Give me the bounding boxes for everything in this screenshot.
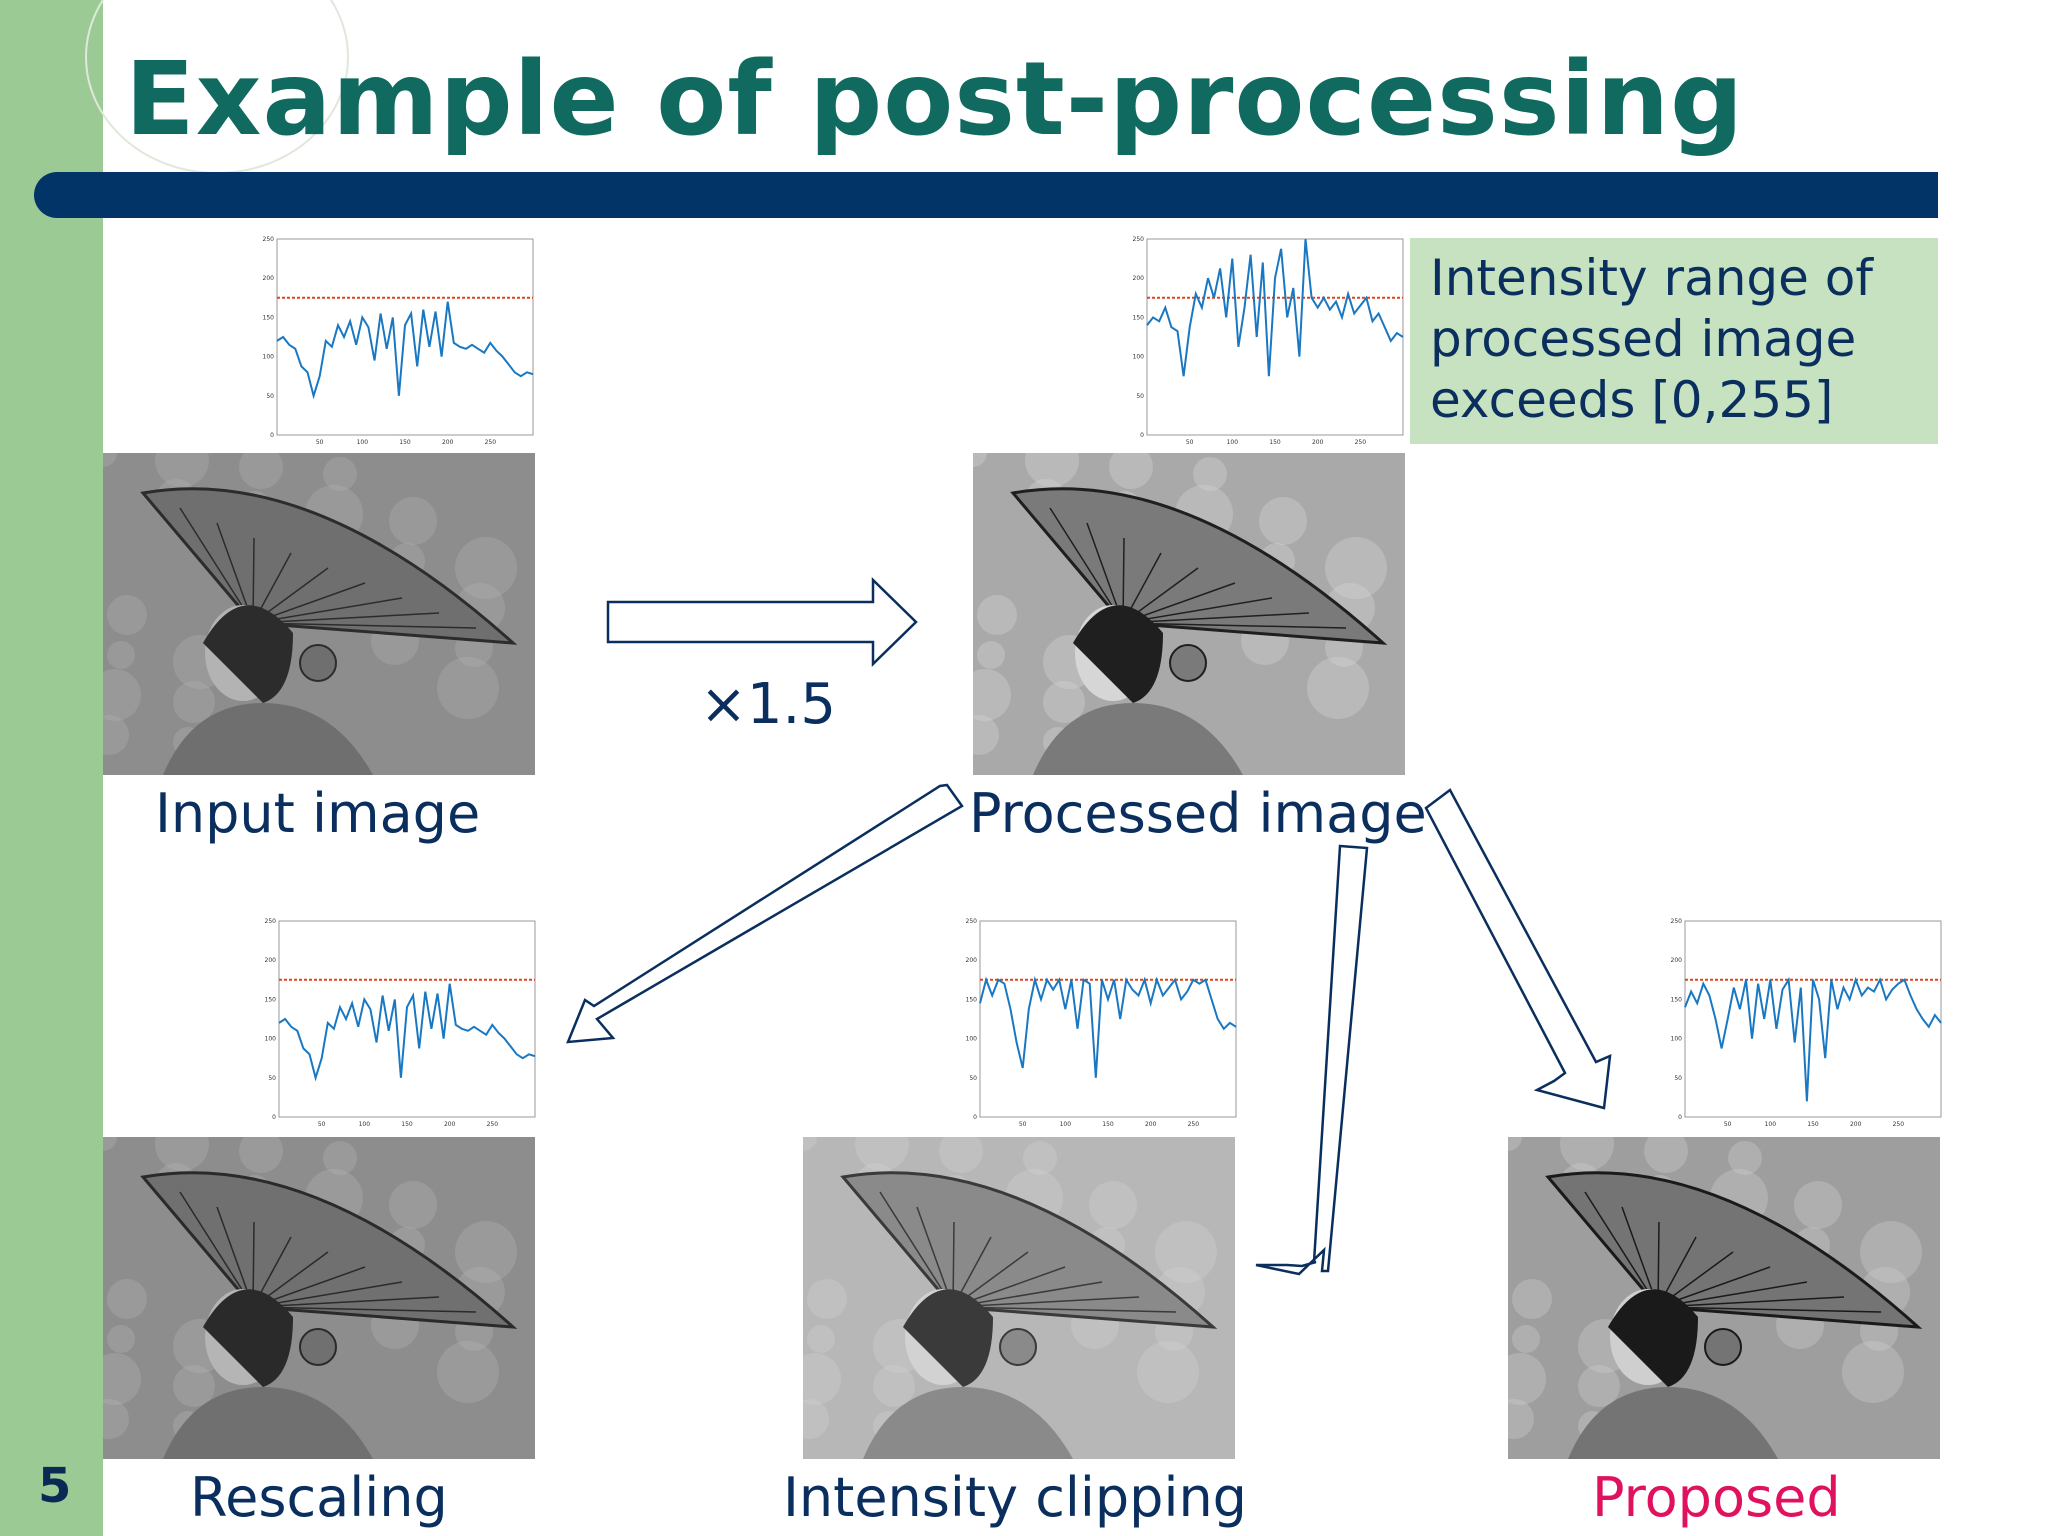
hist-x-tick: 50	[1186, 439, 1194, 446]
hist-x-tick: 150	[399, 439, 411, 446]
histogram-rescaling: 250 200 150 100 50 0 50 100 150 200 250	[257, 915, 539, 1130]
hist-y-tick: 200	[966, 957, 978, 964]
hist-intensity-line	[979, 975, 1237, 1078]
hist-y-tick: 250	[265, 918, 277, 925]
hist-y-tick: 100	[1133, 354, 1145, 361]
hist-x-tick: 200	[442, 439, 454, 446]
hist-x-tick: 200	[1850, 1121, 1862, 1128]
hist-intensity-line	[1146, 238, 1404, 377]
hist-y-tick: 0	[1140, 432, 1144, 439]
caption-input-image: Input image	[155, 782, 481, 845]
histogram-clipping: 250 200 150 100 50 0 50 100 150 200 250	[958, 915, 1240, 1130]
intensity-range-note: Intensity range of processed image excee…	[1410, 238, 1938, 444]
note-line-2: processed image	[1430, 310, 1857, 368]
arrow-right-icon	[606, 577, 918, 667]
hist-y-tick: 100	[1671, 1036, 1683, 1043]
note-line-3: exceeds [0,255]	[1430, 371, 1834, 429]
hist-frame	[1684, 920, 1942, 1118]
hist-y-tick: 50	[1674, 1075, 1682, 1082]
hist-y-tick: 50	[1136, 393, 1144, 400]
hist-x-tick: 100	[1227, 439, 1239, 446]
hist-y-tick: 0	[1678, 1114, 1682, 1121]
caption-intensity-clipping: Intensity clipping	[783, 1466, 1247, 1529]
hist-x-tick: 250	[1355, 439, 1367, 446]
hist-x-tick: 150	[1102, 1121, 1114, 1128]
hist-x-tick: 200	[1312, 439, 1324, 446]
side-band	[0, 0, 103, 1536]
hist-y-tick: 50	[969, 1075, 977, 1082]
hist-frame	[979, 920, 1237, 1118]
caption-processed-image: Processed image	[969, 782, 1427, 845]
hist-x-tick: 100	[1765, 1121, 1777, 1128]
hist-y-tick: 250	[1133, 236, 1145, 243]
hist-x-tick: 250	[1893, 1121, 1905, 1128]
hist-y-tick: 150	[1133, 314, 1145, 321]
hist-x-tick: 50	[316, 439, 324, 446]
hist-y-tick: 0	[973, 1114, 977, 1121]
caption-proposed: Proposed	[1592, 1466, 1841, 1529]
hist-y-tick: 150	[263, 314, 275, 321]
photo-rescaling	[103, 1137, 535, 1459]
hist-x-tick: 250	[485, 439, 497, 446]
hist-x-tick: 200	[444, 1121, 456, 1128]
hist-y-tick: 200	[1671, 957, 1683, 964]
title-underline-bar	[34, 172, 1938, 218]
slide-title: Example of post-processing	[125, 40, 1745, 159]
hist-x-tick: 50	[1724, 1121, 1732, 1128]
hist-x-tick: 250	[487, 1121, 499, 1128]
arrow-to-clipping-icon	[1255, 844, 1369, 1276]
page-number: 5	[38, 1458, 72, 1514]
hist-x-tick: 50	[1019, 1121, 1027, 1128]
photo-intensity-clipping	[803, 1137, 1235, 1459]
arrow-to-rescaling-icon	[566, 783, 964, 1044]
caption-rescaling: Rescaling	[190, 1466, 448, 1529]
note-line-1: Intensity range of	[1430, 249, 1873, 307]
photo-processed-image	[973, 453, 1405, 775]
hist-intensity-line	[276, 301, 534, 400]
photo-input-image	[103, 453, 535, 775]
hist-y-tick: 250	[1671, 918, 1683, 925]
hist-y-tick: 250	[263, 236, 275, 243]
hist-y-tick: 150	[265, 996, 277, 1003]
hist-y-tick: 200	[265, 957, 277, 964]
hist-y-tick: 0	[270, 432, 274, 439]
hist-intensity-line	[1684, 976, 1942, 1102]
hist-y-tick: 250	[966, 918, 978, 925]
hist-x-tick: 100	[357, 439, 369, 446]
hist-y-tick: 200	[1133, 275, 1145, 282]
hist-y-tick: 0	[272, 1114, 276, 1121]
hist-y-tick: 150	[966, 996, 978, 1003]
histogram-processed: 250 200 150 100 50 0 50 100 150 200 250	[1125, 233, 1407, 448]
hist-y-tick: 200	[263, 275, 275, 282]
histogram-input: 250 200 150 100 50 0 50 100 150 200 250	[255, 233, 537, 448]
hist-x-tick: 150	[1807, 1121, 1819, 1128]
hist-x-tick: 150	[1269, 439, 1281, 446]
hist-frame	[1146, 238, 1404, 436]
hist-frame	[276, 238, 534, 436]
hist-y-tick: 150	[1671, 996, 1683, 1003]
hist-y-tick: 50	[266, 393, 274, 400]
hist-y-tick: 100	[263, 354, 275, 361]
hist-x-tick: 200	[1145, 1121, 1157, 1128]
hist-frame	[278, 920, 536, 1118]
hist-y-tick: 100	[265, 1036, 277, 1043]
arrow-to-proposed-icon	[1424, 788, 1612, 1110]
photo-proposed	[1508, 1137, 1940, 1459]
hist-intensity-line	[278, 983, 536, 1082]
hist-x-tick: 100	[359, 1121, 371, 1128]
hist-x-tick: 50	[318, 1121, 326, 1128]
hist-x-tick: 150	[401, 1121, 413, 1128]
hist-y-tick: 100	[966, 1036, 978, 1043]
histogram-proposed: 250 200 150 100 50 0 50 100 150 200 250	[1663, 915, 1945, 1130]
scale-factor-label: ×1.5	[700, 672, 836, 737]
hist-x-tick: 250	[1188, 1121, 1200, 1128]
hist-x-tick: 100	[1060, 1121, 1072, 1128]
hist-y-tick: 50	[268, 1075, 276, 1082]
